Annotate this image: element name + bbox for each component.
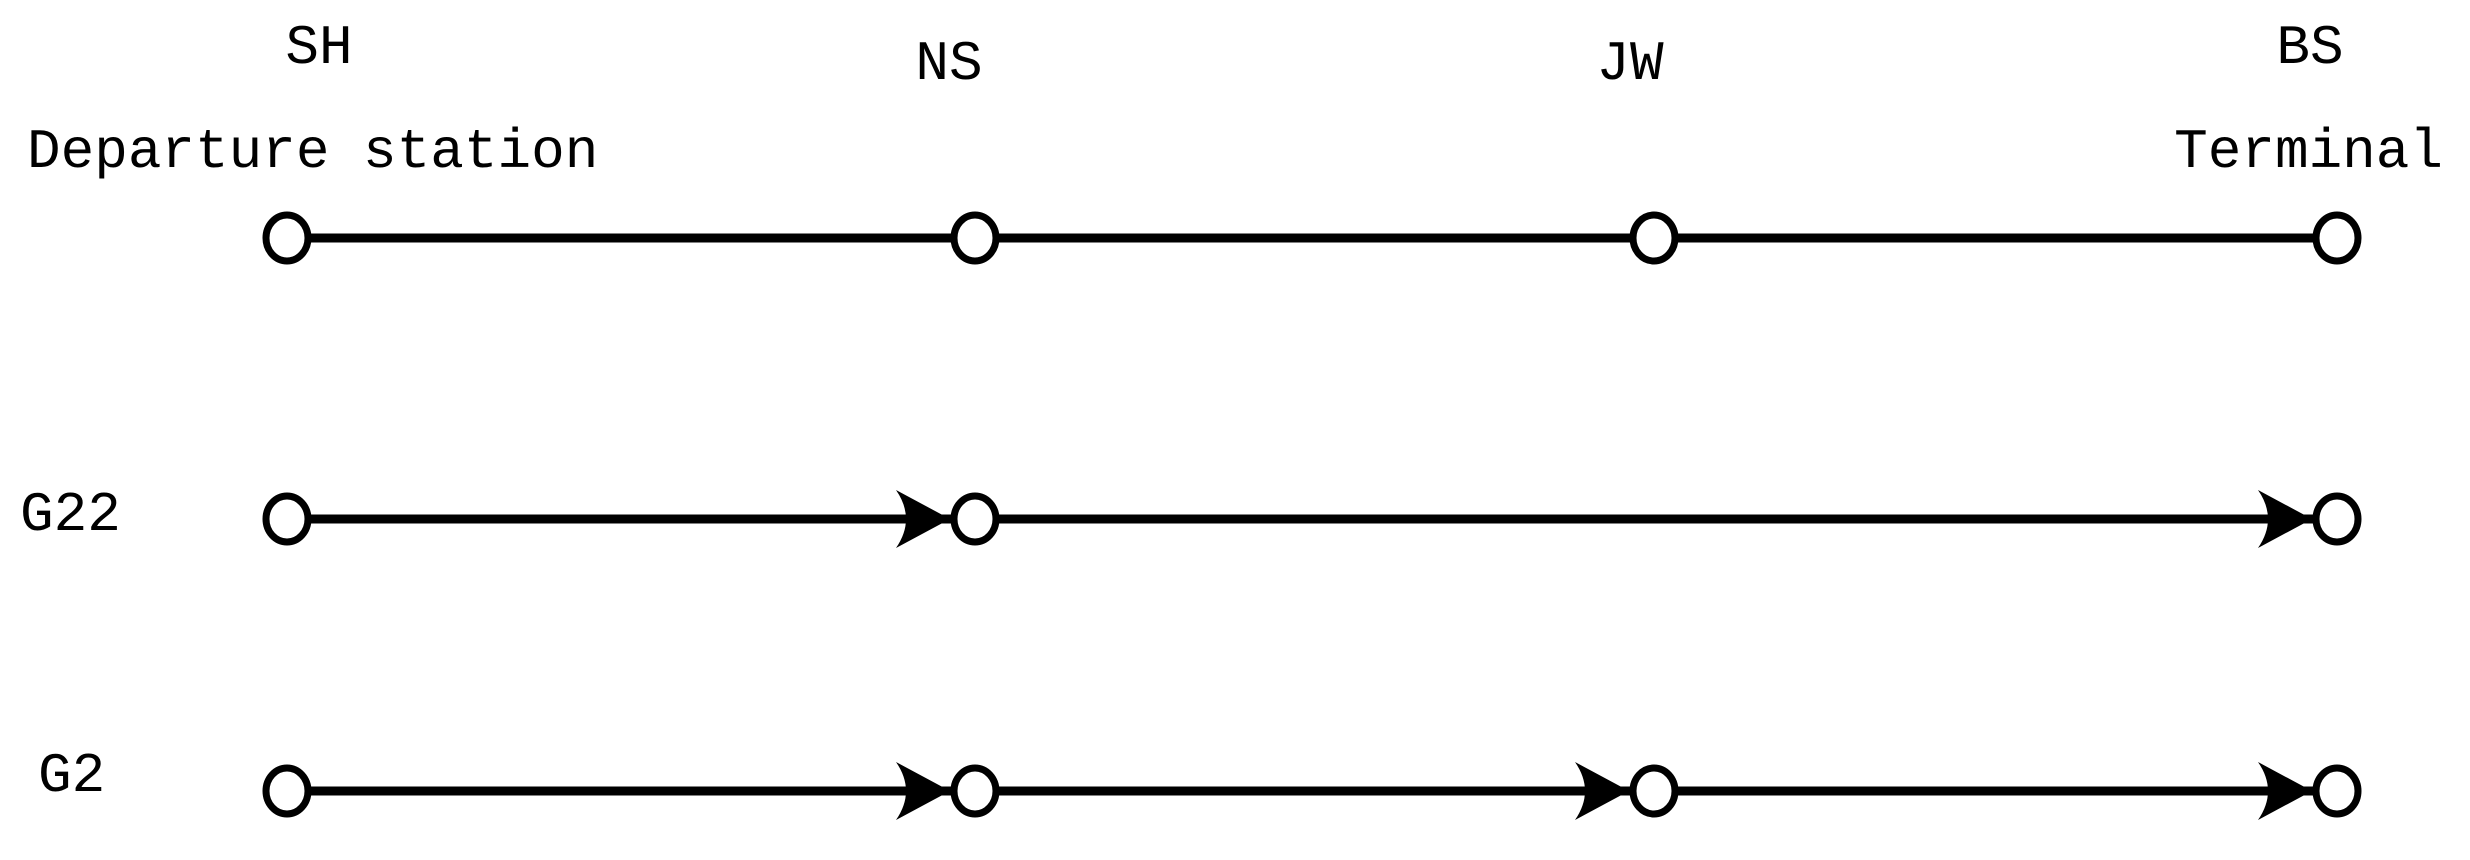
train-label-g2: G2 <box>38 744 106 808</box>
terminal-label: Terminal <box>2174 120 2443 184</box>
station-node-ns <box>950 492 1000 546</box>
train-label-g22: G22 <box>20 483 121 547</box>
station-node-sh <box>262 211 312 265</box>
station-node-sh <box>262 764 312 818</box>
direction-arrowhead-icon <box>2258 762 2312 820</box>
train-route-g22 <box>262 490 2362 548</box>
railway-line-row <box>262 211 2362 265</box>
station-node-bs <box>2312 211 2362 265</box>
station-label-ns: NS <box>915 32 983 96</box>
station-node-bs <box>2312 492 2362 546</box>
departure-station-label: Departure station <box>27 120 599 184</box>
train-route-g2 <box>262 762 2362 820</box>
station-node-ns <box>950 211 1000 265</box>
direction-arrowhead-icon <box>1575 762 1629 820</box>
station-node-sh <box>262 492 312 546</box>
station-label-bs: BS <box>2276 16 2344 80</box>
station-node-jw <box>1629 764 1679 818</box>
station-label-sh: SH <box>285 16 353 80</box>
direction-arrowhead-icon <box>896 762 950 820</box>
station-node-ns <box>950 764 1000 818</box>
direction-arrowhead-icon <box>896 490 950 548</box>
station-node-bs <box>2312 764 2362 818</box>
direction-arrowhead-icon <box>2258 490 2312 548</box>
station-label-jw: JW <box>1596 32 1664 96</box>
station-node-jw <box>1629 211 1679 265</box>
